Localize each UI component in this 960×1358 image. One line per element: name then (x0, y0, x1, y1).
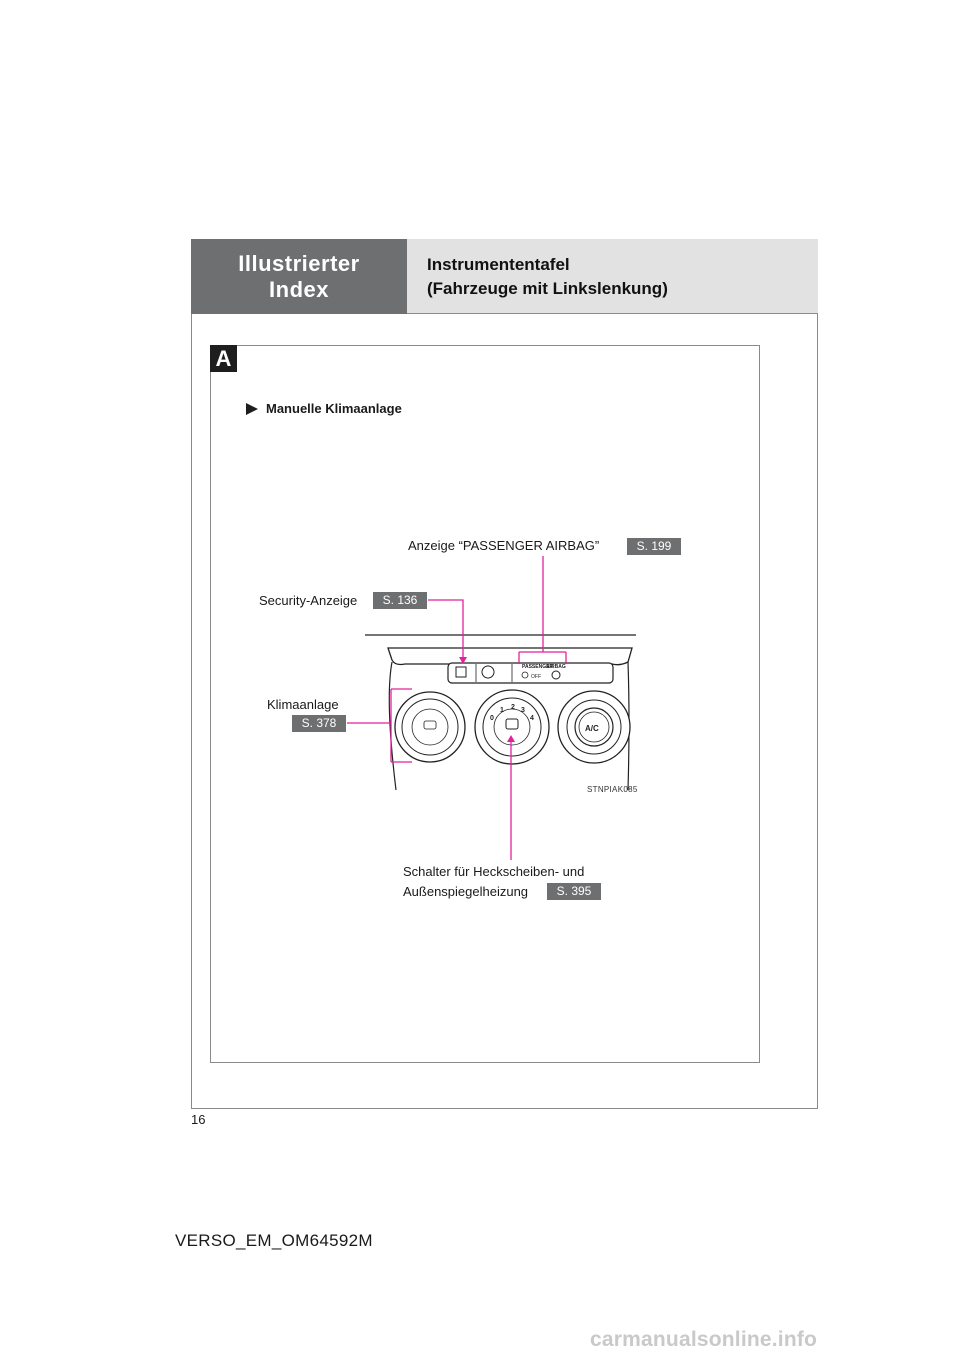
section-tab-label: Illustrierter Index (238, 250, 360, 302)
callout-heater-label-line1: Schalter für Heckscheiben- und (403, 864, 585, 879)
panel-text-passenger: PASSENGER (522, 664, 553, 670)
fan-number-1: 1 (500, 707, 504, 714)
section-tab: Illustrierter Index (191, 239, 407, 314)
page-number: 16 (191, 1112, 206, 1127)
ac-button-label: A/C (585, 724, 599, 733)
panel-text-airbag: AIRBAG (546, 664, 566, 670)
callout-heater-label-line2: Außenspiegelheizung (403, 884, 529, 899)
figure-code: STNPIAK085 (587, 785, 638, 794)
panel-text-off: OFF (531, 674, 541, 680)
page-title-line2: (Fahrzeuge mit Linkslenkung) (427, 279, 668, 298)
watermark: carmanualsonline.info (590, 1328, 818, 1351)
page-title-line1: Instrumententafel (427, 255, 570, 274)
callout-airbag-label: Anzeige “PASSENGER AIRBAG” (408, 538, 600, 553)
triangle-bullet-icon (246, 402, 258, 415)
callout-climate-label: Klimaanlage (267, 697, 339, 712)
callout-heater-page[interactable]: S. 395 (547, 883, 601, 900)
fan-number-3: 3 (521, 707, 525, 714)
callout-security-page[interactable]: S. 136 (373, 592, 427, 609)
document-id: VERSO_EM_OM64592M (175, 1231, 373, 1250)
callout-airbag-page[interactable]: S. 199 (627, 538, 681, 555)
callout-climate-page[interactable]: S. 378 (292, 715, 346, 732)
fan-number-0: 0 (490, 715, 494, 722)
fan-number-4: 4 (530, 715, 534, 722)
section-marker: A (210, 345, 237, 372)
subsection-label: Manuelle Klimaanlage (266, 401, 402, 416)
subsection-heading: Manuelle Klimaanlage (246, 401, 402, 416)
fan-number-2: 2 (511, 704, 515, 711)
callout-security-label: Security-Anzeige (259, 593, 358, 608)
page-title: Instrumententafel (Fahrzeuge mit Linksle… (427, 253, 807, 301)
